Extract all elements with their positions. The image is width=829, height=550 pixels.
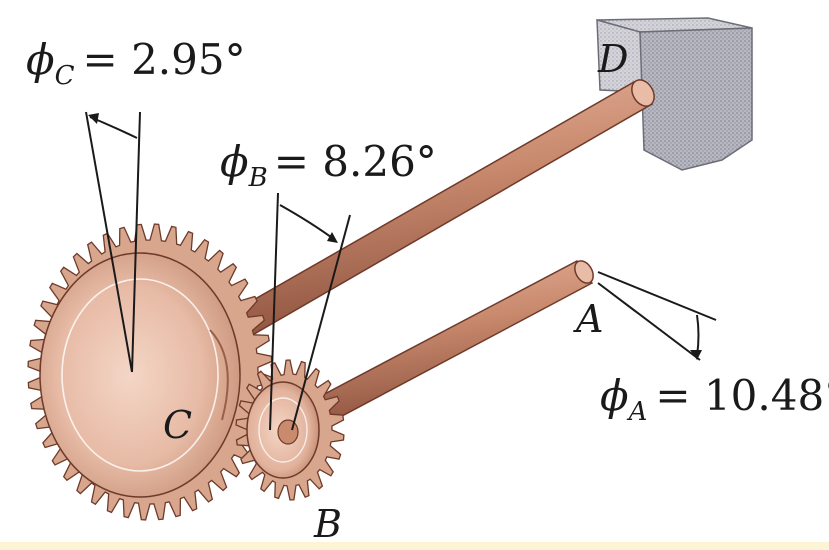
phi-c-label: ϕC= 2.95° [26,35,246,91]
fixed-support-d [596,17,753,171]
bottom-strip [0,542,829,550]
angle-indicator-b [269,192,351,431]
phi-b-label: ϕB= 8.26° [220,137,437,193]
point-c-label: C [163,403,192,447]
gear-c [27,223,273,521]
point-b-label: B [313,502,342,546]
phi-a-label: ϕA= 10.48° [600,371,829,427]
point-d-label: D [597,37,628,81]
shaft-ab [296,260,594,434]
point-a-label: A [573,297,603,341]
gear-b [235,359,345,501]
angle-indicator-c [85,111,141,373]
angle-indicator-a [597,271,717,361]
